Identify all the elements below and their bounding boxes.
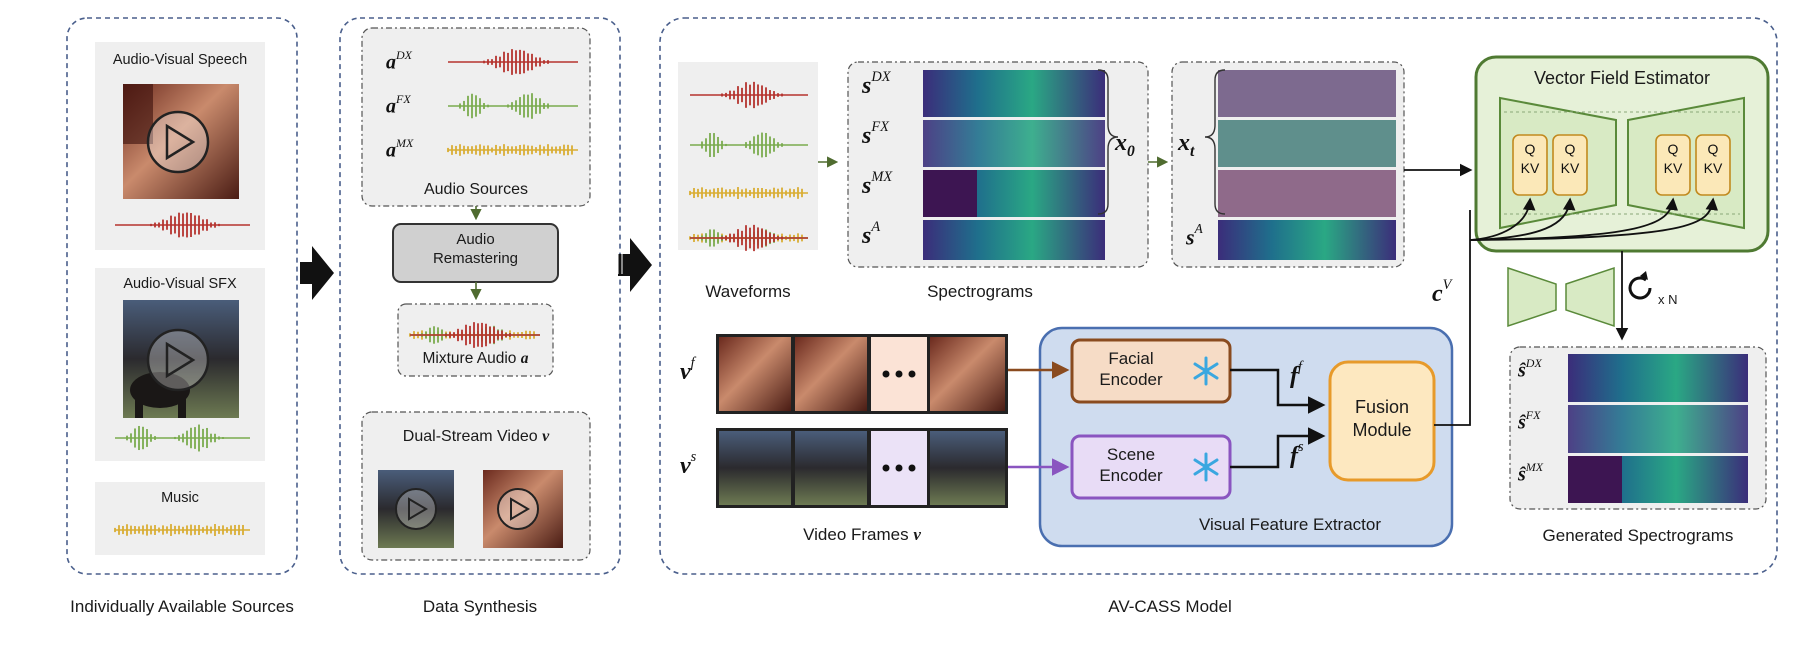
speech-waveform (115, 212, 250, 238)
dual-stream-scene-thumb (378, 470, 454, 548)
model-mx-waveform (689, 187, 808, 199)
play-icon-sfx (146, 328, 210, 392)
sym-s-mx: sMX (862, 169, 893, 199)
model-fx-waveform (690, 132, 808, 158)
sym-s-dx: sDX (862, 69, 891, 99)
loop-label: x N (1658, 292, 1678, 307)
music-card-title: Music (161, 490, 199, 506)
sym-a-dx: aDX (386, 47, 412, 74)
dx-waveform (448, 49, 578, 75)
spec-a (923, 220, 1105, 260)
spectrograms-label: Spectrograms (927, 282, 1033, 301)
gen-spec-dx (1568, 354, 1748, 402)
attn-block-4 (1695, 134, 1731, 196)
mini-unet-icon (1507, 266, 1615, 328)
sym-ff: ff (1290, 359, 1302, 389)
model-dx-waveform (690, 81, 808, 109)
music-waveform (114, 524, 250, 536)
sym-a-mx: aMX (386, 135, 414, 162)
sym-shat-dx: ŝDX (1518, 355, 1542, 382)
attn-block-3 (1655, 134, 1691, 196)
music-card (95, 482, 265, 555)
model-caption: AV-CASS Model (1108, 597, 1232, 616)
sym-s-a: sA (862, 219, 881, 249)
spec-noisy-3 (1218, 170, 1396, 217)
spec-noisy-1 (1218, 70, 1396, 117)
snowflake-icon-scene (1193, 452, 1219, 482)
sources-panel (66, 17, 298, 575)
gen-spec-fx (1568, 405, 1748, 453)
spec-brace (1097, 69, 1119, 215)
sym-xt: xt (1178, 130, 1195, 160)
audio-sources-label: Audio Sources (423, 181, 529, 198)
mixture-dx-waveform (410, 322, 540, 348)
waveforms-box (678, 62, 818, 250)
fx-waveform (448, 93, 578, 119)
sym-shat-fx: ŝFX (1518, 407, 1541, 434)
dual-stream-label: Dual-Stream Video v (402, 428, 550, 445)
sources-caption: Individually Available Sources (70, 597, 294, 616)
audio-sources-box (361, 27, 591, 207)
sfx-waveform (115, 424, 250, 452)
fusion-module-box (1328, 360, 1436, 482)
sfx-card-title: Audio-Visual SFX (123, 276, 237, 292)
block-arrow-2 (618, 238, 652, 292)
sym-s-fx: sFX (862, 119, 889, 149)
sym-fs: fs (1290, 439, 1304, 469)
sym-vf: vf (680, 355, 695, 385)
spec-fx (923, 120, 1105, 167)
model-mix-dx-waveform (690, 224, 808, 252)
speech-card-title: Audio-Visual Speech (112, 52, 248, 68)
mixture-audio-box (397, 303, 554, 377)
mixture-audio-label: Mixture Audio a (422, 350, 529, 367)
sym-cv: cV (1432, 277, 1452, 307)
sym-a-fx: aFX (386, 91, 411, 118)
play-icon-speech (146, 110, 210, 174)
sym-shat-mx: ŝMX (1518, 459, 1544, 486)
loop-icon (1628, 276, 1652, 300)
dual-stream-face-thumb (483, 470, 563, 548)
mx-waveform (447, 144, 578, 156)
synthesis-panel (339, 17, 621, 575)
sym-s-a-noisy: sA (1186, 221, 1203, 250)
spec-noisy-a (1218, 220, 1396, 260)
waveforms-label: Waveforms (705, 282, 791, 301)
model-panel (659, 17, 1778, 575)
block-arrow-1 (300, 246, 334, 300)
attn-block-1 (1512, 134, 1548, 196)
spec-dx (923, 70, 1105, 117)
sym-vs: vs (680, 449, 697, 479)
visual-feature-extractor-label: Visual Feature Extractor (1198, 515, 1382, 534)
snowflake-icon-facial (1193, 356, 1219, 386)
vfe-title: Vector Field Estimator (1533, 68, 1711, 88)
synthesis-caption: Data Synthesis (422, 597, 538, 616)
sym-x0: x0 (1115, 130, 1135, 160)
spec-noisy-2 (1218, 120, 1396, 167)
video-frames-label: Video Frames v (803, 525, 921, 544)
attn-block-2 (1552, 134, 1588, 196)
generated-spectrograms-label: Generated Spectrograms (1542, 526, 1734, 545)
